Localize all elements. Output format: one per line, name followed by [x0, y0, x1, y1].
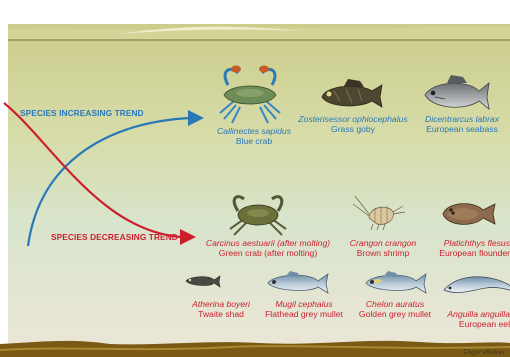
shrimp-common: Brown shrimp [341, 248, 425, 258]
golden-mullet-scientific: Chelon auratus [352, 299, 438, 309]
eel-scientific: Anguilla anguilla [440, 309, 510, 319]
left-margin [0, 24, 8, 346]
decreasing-trend-label: SPECIES DECREASING TREND [51, 232, 178, 242]
watermark: FigureMaker [463, 349, 506, 356]
shrimp-scientific: Crangon crangon [341, 238, 425, 248]
flounder-scientific: Platichthys flesus [432, 238, 510, 248]
green-crab-scientific: Carcinus aestuarii (after molting) [203, 238, 333, 248]
green-crab-common: Green crab (after molting) [203, 248, 333, 258]
shad-common: Twaite shad [176, 309, 266, 319]
golden-mullet-common: Golden grey mullet [352, 309, 438, 319]
goby-common: Grass goby [298, 124, 408, 134]
shad-scientific: Atherina boyeri [176, 299, 266, 309]
mullet-scientific: Mugil cephalus [256, 299, 352, 309]
mullet-common: Flathead grey mullet [256, 309, 352, 319]
flounder-common: European flounder [432, 248, 510, 258]
blue-crab-scientific: Callinectes sapidus [204, 126, 304, 136]
blue-crab-common: Blue crab [204, 136, 304, 146]
increasing-trend-label: SPECIES INCREASING TREND [20, 108, 144, 118]
goby-scientific: Zosterisessor ophiocephalus [298, 114, 408, 124]
seabass-scientific: Dicentrarcus labrax [414, 114, 510, 124]
eel-common: European eel [440, 319, 510, 329]
seabass-common: European seabass [414, 124, 510, 134]
